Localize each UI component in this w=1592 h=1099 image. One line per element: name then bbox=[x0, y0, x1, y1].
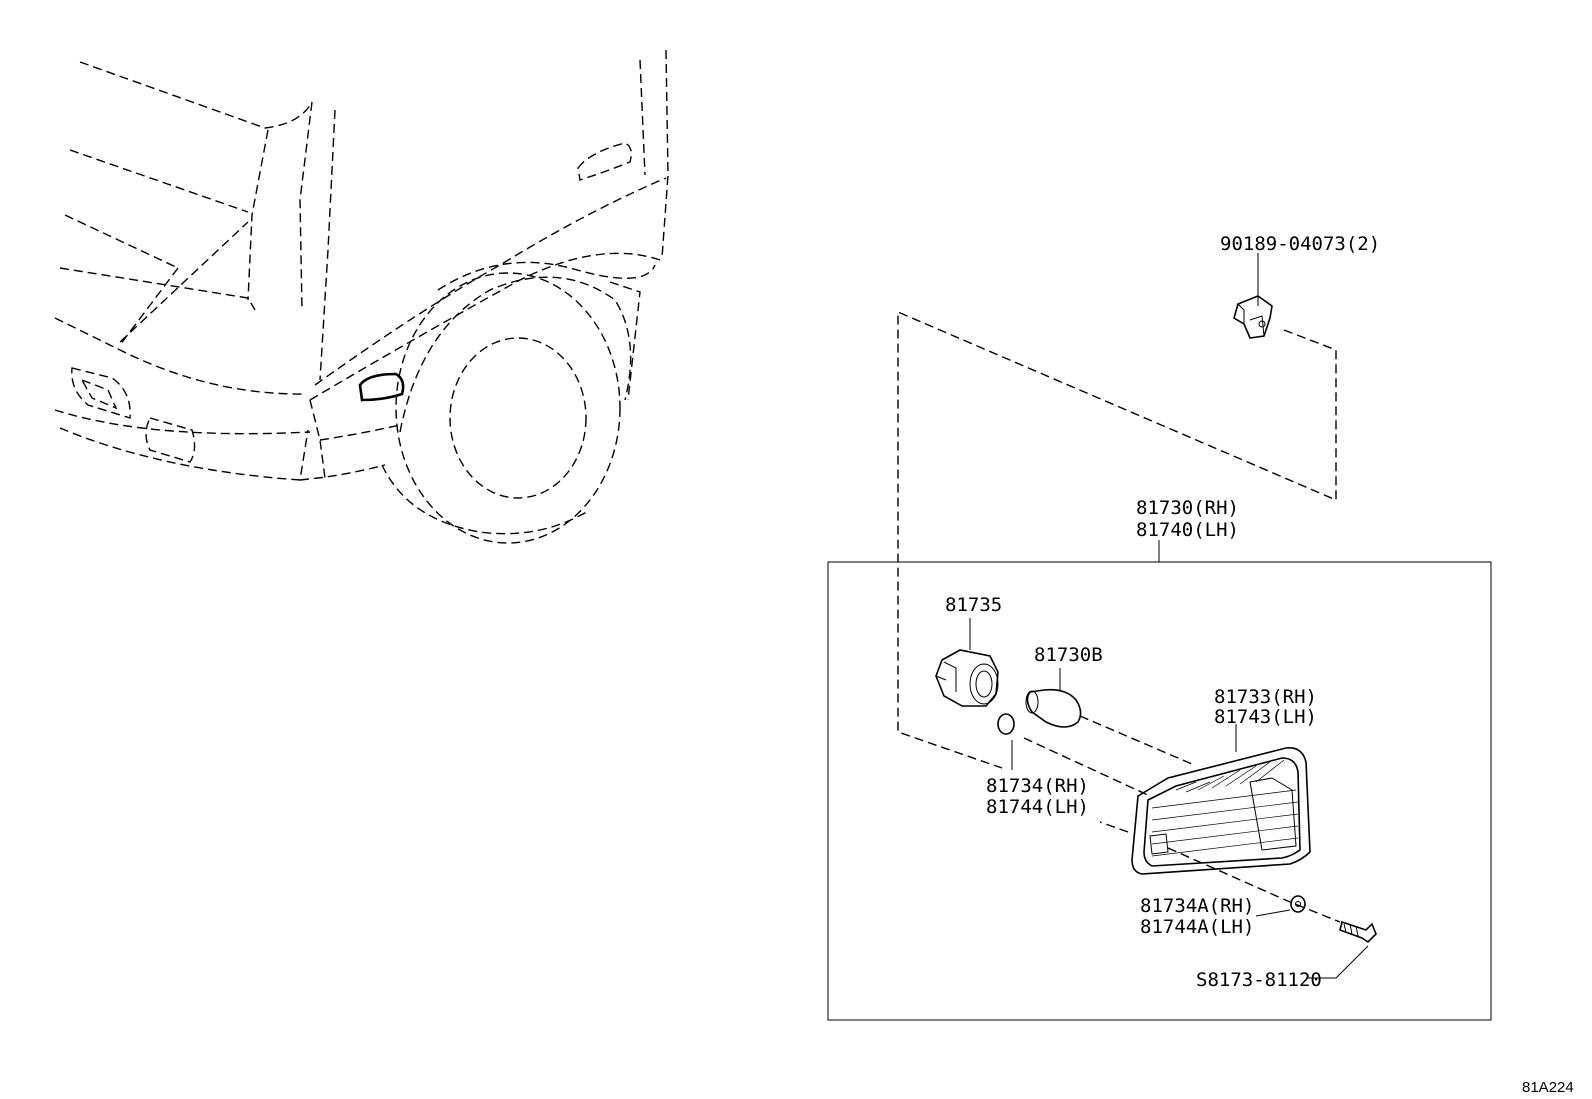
lens-part bbox=[1099, 724, 1311, 875]
label-bulb: 81730B bbox=[1034, 644, 1103, 666]
screw-part bbox=[1306, 920, 1377, 979]
label-socket: 81735 bbox=[945, 594, 1002, 616]
clip-part bbox=[1233, 253, 1273, 339]
assembly-box bbox=[827, 561, 1492, 1021]
gasket-part bbox=[997, 713, 1151, 797]
label-washer-lh: 81744A(LH) bbox=[1140, 916, 1254, 938]
vehicle-outline bbox=[54, 49, 669, 544]
label-lens-lh: 81743(LH) bbox=[1214, 706, 1317, 728]
label-assembly-lh: 81740(LH) bbox=[1136, 519, 1239, 541]
label-clip: 90189-04073(2) bbox=[1220, 233, 1380, 255]
label-screw: S8173-81120 bbox=[1196, 969, 1322, 991]
washer-part bbox=[1167, 847, 1341, 923]
clip-leader bbox=[897, 310, 1337, 769]
bulb-part bbox=[1025, 668, 1193, 765]
label-washer-rh: 81734A(RH) bbox=[1140, 895, 1254, 917]
label-assembly-rh: 81730(RH) bbox=[1136, 497, 1239, 519]
diagram-code: 81A224 bbox=[1522, 1079, 1574, 1096]
socket-part bbox=[935, 618, 999, 707]
label-lens-rh: 81733(RH) bbox=[1214, 686, 1317, 708]
label-gasket-rh: 81734(RH) bbox=[986, 775, 1089, 797]
label-gasket-lh: 81744(LH) bbox=[986, 796, 1089, 818]
